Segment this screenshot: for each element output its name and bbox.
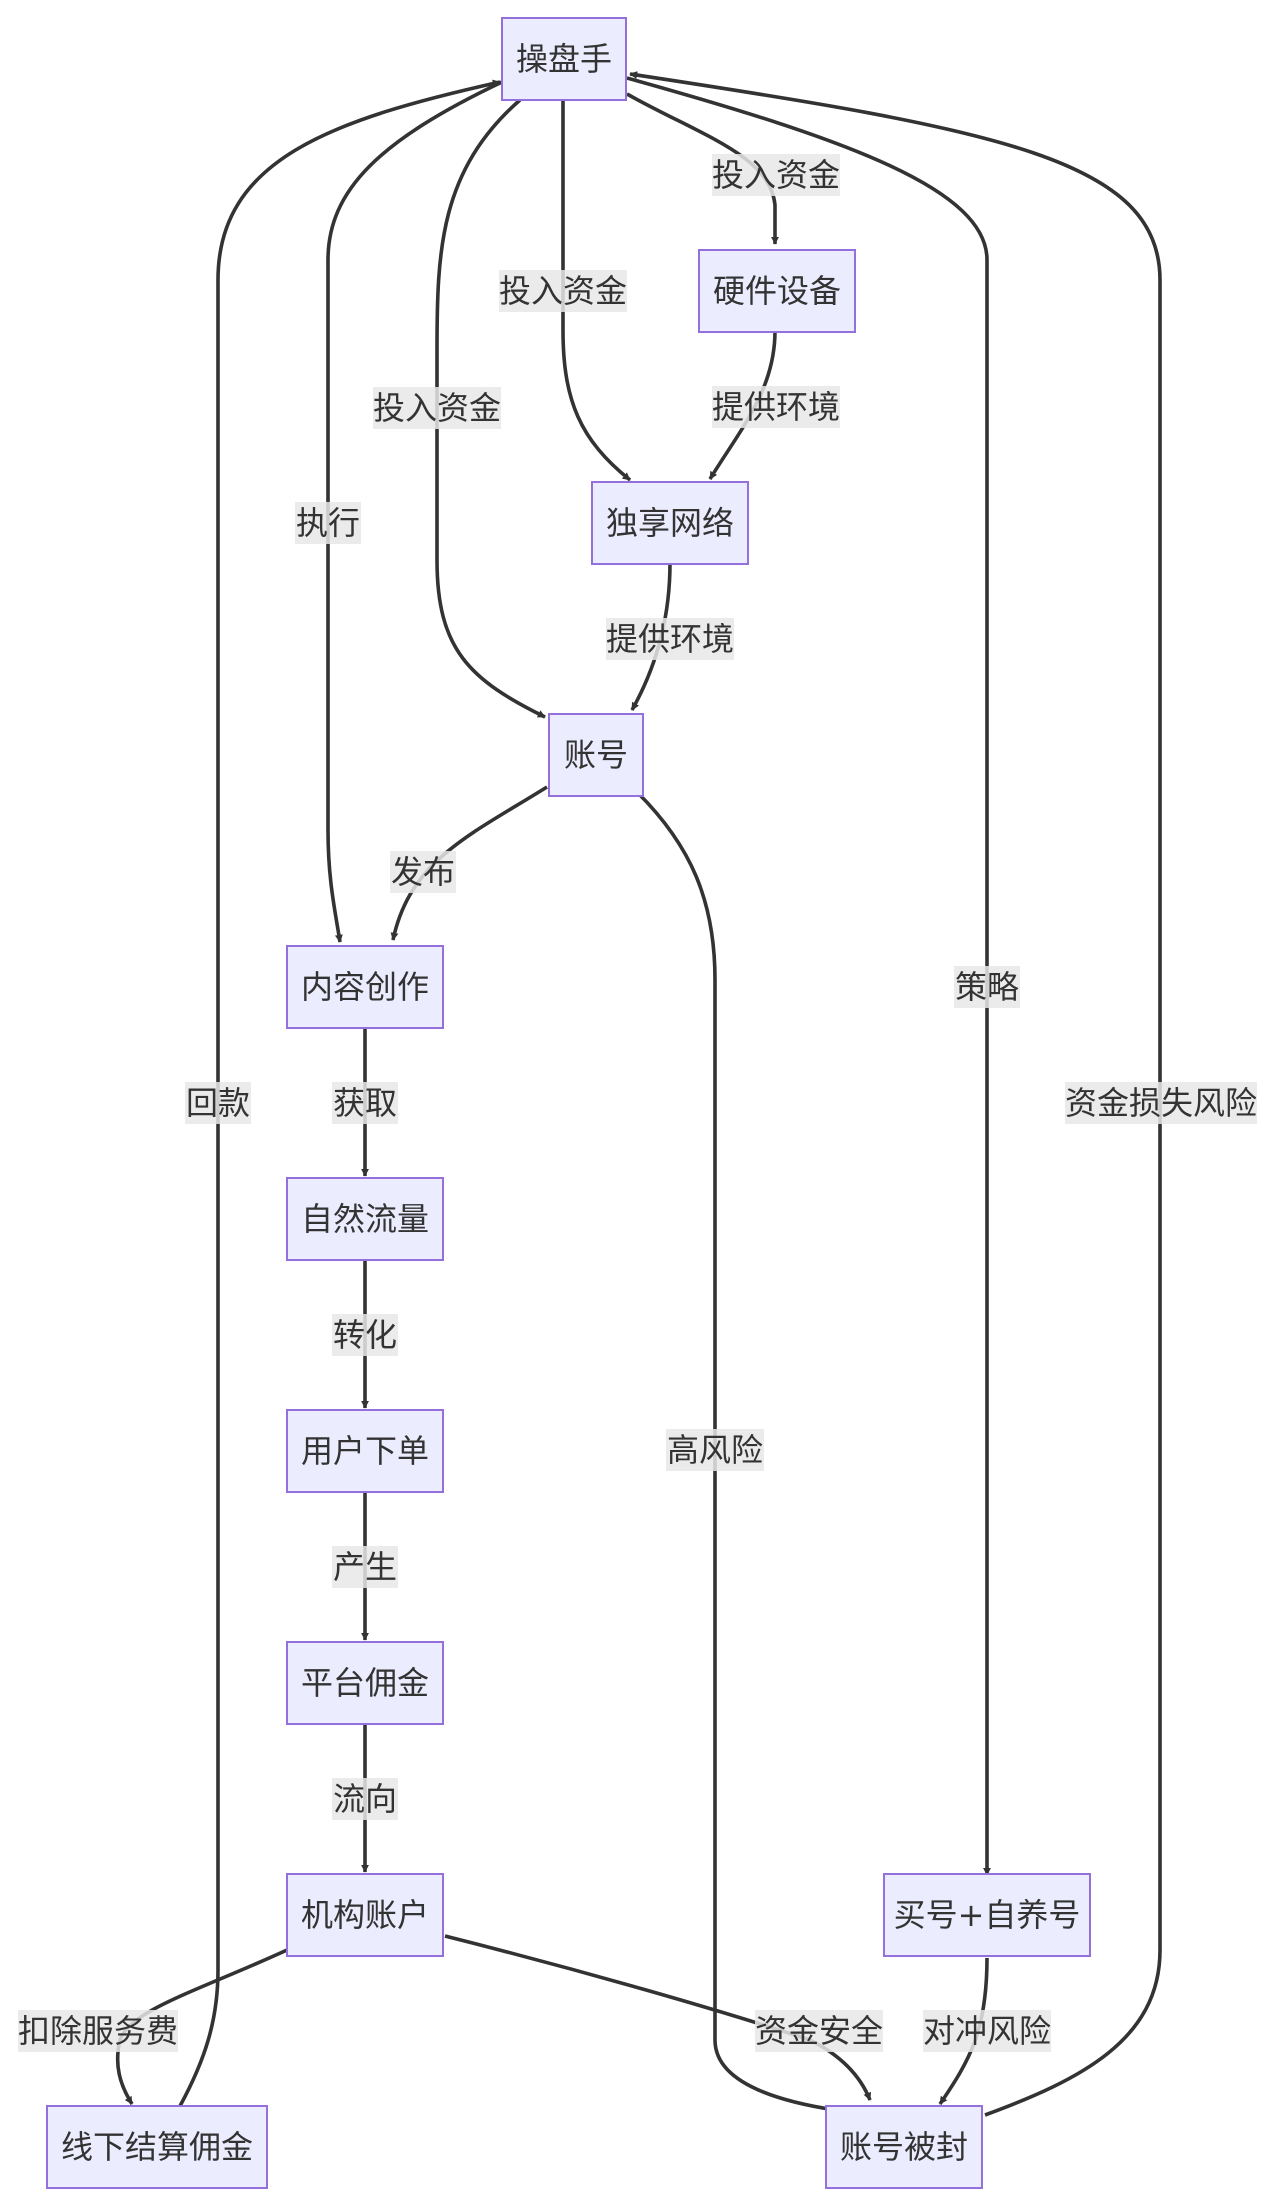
edge-banned-operator <box>629 71 1162 2117</box>
svg-text:提供环境: 提供环境 <box>712 388 840 426</box>
svg-text:平台佣金: 平台佣金 <box>301 1664 429 1702</box>
edge-operator-account <box>435 98 546 719</box>
edge-label-strategy: 策略 <box>954 966 1020 1008</box>
node-buy-account: 买号+自养号 <box>883 1873 1091 1957</box>
edge-label-invest-network: 投入资金 <box>499 270 627 312</box>
edge-account-banned <box>636 791 836 2113</box>
edge-label-flow-to: 流向 <box>332 1778 398 1820</box>
edge-label-convert: 转化 <box>332 1314 398 1356</box>
node-content-creation: 内容创作 <box>286 945 444 1029</box>
svg-text:回款: 回款 <box>186 1084 250 1122</box>
svg-text:用户下单: 用户下单 <box>301 1432 429 1470</box>
node-platform-commission: 平台佣金 <box>286 1641 444 1725</box>
svg-text:投入资金: 投入资金 <box>712 156 840 194</box>
svg-text:投入资金: 投入资金 <box>499 272 627 310</box>
node-operator: 操盘手 <box>501 17 627 101</box>
edge-operator-content <box>326 80 503 943</box>
node-account: 账号 <box>548 713 644 797</box>
edge-label-hedge-risk: 对冲风险 <box>923 2010 1051 2052</box>
svg-text:投入资金: 投入资金 <box>373 389 501 427</box>
svg-text:内容创作: 内容创作 <box>301 968 429 1006</box>
edge-agency-banned <box>444 1934 872 2101</box>
svg-text:执行: 执行 <box>296 504 360 542</box>
edge-label-invest-account: 投入资金 <box>373 387 501 429</box>
edge-label-execute: 执行 <box>295 502 361 544</box>
svg-text:对冲风险: 对冲风险 <box>923 2012 1051 2050</box>
edge-label-deduct-fee: 扣除服务费 <box>18 2010 178 2052</box>
svg-text:买号+自养号: 买号+自养号 <box>894 1896 1081 1934</box>
node-offline-settlement: 线下结算佣金 <box>46 2105 268 2189</box>
edge-label-provide-env-2: 提供环境 <box>606 618 734 660</box>
node-user-order: 用户下单 <box>286 1409 444 1493</box>
svg-text:资金安全: 资金安全 <box>755 2012 883 2050</box>
node-natural-traffic: 自然流量 <box>286 1177 444 1261</box>
svg-text:发布: 发布 <box>391 853 455 891</box>
svg-text:获取: 获取 <box>333 1084 397 1122</box>
svg-text:操盘手: 操盘手 <box>516 40 612 78</box>
svg-text:账号: 账号 <box>564 736 628 774</box>
svg-text:提供环境: 提供环境 <box>606 620 734 658</box>
node-network: 独享网络 <box>591 481 749 565</box>
edge-label-fund-loss-risk: 资金损失风险 <box>1065 1082 1257 1124</box>
edge-label-provide-env-1: 提供环境 <box>712 386 840 428</box>
edge-label-fund-safety: 资金安全 <box>755 2010 883 2052</box>
svg-text:资金损失风险: 资金损失风险 <box>1065 1084 1257 1122</box>
edge-label-acquire: 获取 <box>332 1082 398 1124</box>
svg-text:自然流量: 自然流量 <box>301 1200 429 1238</box>
svg-text:硬件设备: 硬件设备 <box>713 272 841 310</box>
svg-text:转化: 转化 <box>333 1316 397 1354</box>
edge-operator-buy-account <box>626 76 991 1876</box>
svg-text:扣除服务费: 扣除服务费 <box>18 2012 178 2050</box>
svg-text:高风险: 高风险 <box>667 1431 763 1469</box>
svg-text:线下结算佣金: 线下结算佣金 <box>61 2128 253 2166</box>
svg-text:产生: 产生 <box>333 1548 397 1586</box>
edge-label-publish: 发布 <box>390 851 456 893</box>
edge-label-repayment: 回款 <box>185 1082 251 1124</box>
svg-text:账号被封: 账号被封 <box>840 2128 968 2166</box>
svg-text:策略: 策略 <box>955 968 1019 1006</box>
edge-label-high-risk: 高风险 <box>666 1429 764 1471</box>
edge-operator-network <box>561 100 632 482</box>
edge-label-invest-hardware: 投入资金 <box>712 154 840 196</box>
node-agency-account: 机构账户 <box>286 1873 444 1957</box>
svg-text:机构账户: 机构账户 <box>301 1896 429 1934</box>
svg-text:独享网络: 独享网络 <box>606 504 734 542</box>
svg-text:流向: 流向 <box>333 1780 397 1818</box>
edge-label-generate: 产生 <box>332 1546 398 1588</box>
node-hardware: 硬件设备 <box>698 249 856 333</box>
node-account-banned: 账号被封 <box>825 2105 983 2189</box>
edge-offline-operator <box>178 79 501 2107</box>
